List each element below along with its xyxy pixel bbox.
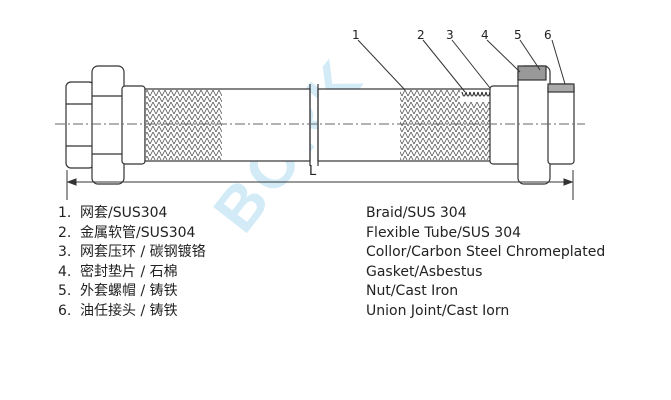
part-cn: 5.外套螺帽 / 铸铁	[58, 283, 178, 300]
part-cn: 2.金属软管/SUS304	[58, 224, 196, 241]
part-en: Braid/SUS 304	[366, 205, 467, 221]
callout-1: 1	[352, 28, 360, 42]
left-union-hex	[65, 81, 95, 169]
braid-left	[146, 90, 222, 160]
callout-4: 4	[481, 28, 489, 42]
part-en: Nut/Cast Iron	[366, 283, 459, 300]
part-cn: 1.网套/SUS304	[58, 205, 168, 221]
hose-drawing	[55, 39, 585, 200]
parts-list-english: Braid/SUS 304 Flexible Tube/SUS 304 Coll…	[366, 204, 605, 322]
part-en: Collor/Carbon Steel Chromeplated	[366, 244, 606, 261]
right-nut	[517, 65, 551, 185]
left-collar	[121, 85, 146, 165]
callout-3: 3	[446, 28, 454, 42]
part-cn: 4.密封垫片 / 石棉	[58, 263, 178, 280]
callout-5: 5	[514, 28, 522, 42]
left-nut	[91, 65, 125, 185]
part-en: Flexible Tube/SUS 304	[366, 224, 522, 241]
part-en: Union Joint/Cast Iorn	[366, 302, 510, 319]
parts-list-chinese: 1.网套/SUS304 2.金属软管/SUS304 3.网套压环 / 碳钢镀铬 …	[58, 204, 206, 322]
right-collar	[489, 85, 521, 165]
callout-2: 2	[417, 28, 425, 42]
part-en: Gasket/Asbestus	[366, 263, 483, 280]
callout-6: 6	[544, 28, 552, 42]
part-cn: 6.油任接头 / 铸铁	[58, 302, 178, 319]
gasket	[517, 65, 547, 81]
part-cn: 3.网套压环 / 碳钢镀铬	[58, 244, 206, 261]
length-label: L	[309, 164, 317, 179]
